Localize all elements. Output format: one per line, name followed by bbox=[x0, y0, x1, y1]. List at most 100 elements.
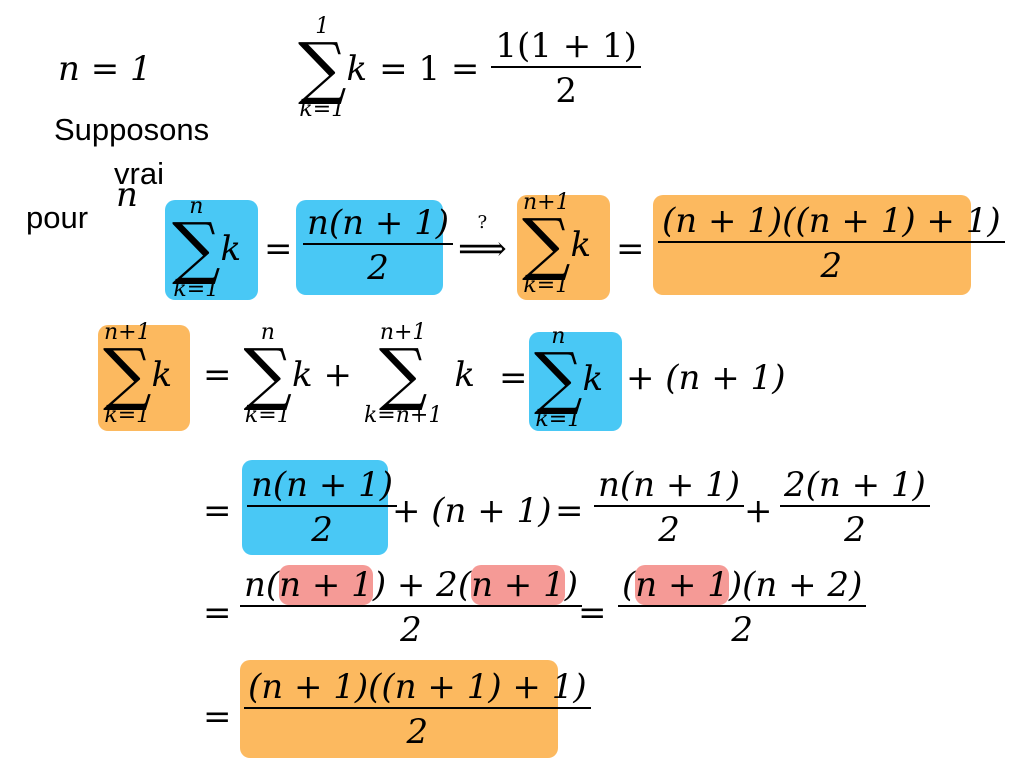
sigma-symbol: ∑ bbox=[243, 335, 293, 414]
fraction-numerator: n(n + 1) bbox=[251, 465, 394, 505]
sum-upper-limit: n+1 bbox=[103, 320, 151, 345]
claim-fraction: n(n + 1) 2 bbox=[303, 203, 454, 288]
step1-equals: = bbox=[203, 354, 232, 395]
sum-upper-limit: n bbox=[551, 324, 566, 349]
hypothesis-line3: pour bbox=[26, 200, 89, 235]
claim-lhs-highlight bbox=[165, 200, 258, 300]
equals-one: = 1 = bbox=[379, 48, 480, 89]
fraction-denominator: 2 bbox=[406, 712, 429, 752]
sum-lower-limit: k=1 bbox=[535, 407, 582, 433]
step3-frac2: (n + 1)(n + 2) 2 bbox=[618, 565, 867, 650]
sigma-symbol: ∑ bbox=[103, 335, 152, 414]
claim-lhs: n ∑ k=1 k bbox=[172, 196, 241, 301]
fraction-denominator: 2 bbox=[820, 246, 843, 286]
hypothesis-variable: n bbox=[116, 175, 138, 215]
claim-rhs-highlight bbox=[296, 200, 443, 295]
step3-equals: = bbox=[203, 593, 232, 633]
sum-lower-limit: k=1 bbox=[523, 273, 570, 299]
factor-highlight: n + 1 bbox=[471, 565, 565, 605]
claim-target-highlight bbox=[517, 195, 610, 300]
step1-lhs: n+1 ∑ k=1 k bbox=[103, 322, 172, 427]
sum-upper-limit: n bbox=[260, 320, 275, 345]
fraction-denominator: 2 bbox=[844, 510, 866, 550]
sum-term: k bbox=[346, 48, 368, 89]
step1-rewritten: n ∑ k=1 k bbox=[534, 326, 603, 431]
step2-mid: + (n + 1) bbox=[392, 491, 552, 531]
hypothesis-line1: Supposons bbox=[54, 112, 210, 147]
fraction-numerator: 1(1 + 1) bbox=[495, 26, 637, 67]
implies-question: ? ⟹ bbox=[458, 212, 507, 269]
claim-target-rhs: (n + 1)((n + 1) + 1) 2 bbox=[658, 204, 1005, 283]
factor-highlight: n + 1 bbox=[635, 565, 729, 605]
claim-target-lhs: n+1 ∑ k=1 k bbox=[522, 192, 591, 297]
step2-equals-2: = bbox=[555, 491, 584, 531]
step3-equals-2: = bbox=[578, 593, 607, 633]
hypothesis-line2: vrai bbox=[114, 156, 164, 191]
target-fraction: (n + 1)((n + 1) + 1) 2 bbox=[658, 204, 1005, 283]
step1-split: = n ∑ k=1 k + n+1 ∑ k=n+1 k bbox=[203, 322, 475, 427]
fraction-denominator: 2 bbox=[555, 71, 577, 112]
claim-rhs: n(n + 1) 2 bbox=[303, 203, 454, 288]
step1-sum-b: n ∑ k=1 bbox=[244, 322, 293, 427]
fraction-denominator: 2 bbox=[731, 610, 753, 650]
step1-sum-a: n+1 ∑ k=1 bbox=[103, 322, 152, 427]
step1-lhs-highlight bbox=[98, 325, 190, 431]
step2-equals: = bbox=[203, 491, 232, 531]
sum-upper-limit: n+1 bbox=[522, 190, 570, 215]
fraction-numerator: (n + 1)((n + 1) + 1) bbox=[662, 201, 1001, 241]
base-case-equation: 1 ∑ k=1 k = 1 = 1(1 + 1) 2 bbox=[298, 16, 641, 121]
step1-tail: + (n + 1) bbox=[626, 358, 786, 398]
question-mark: ? bbox=[477, 212, 488, 233]
step2-frac2: n(n + 1) 2 bbox=[594, 465, 745, 550]
fraction-denominator: 2 bbox=[658, 510, 680, 550]
step3-frac1: n(n + 1) + 2(n + 1) 2 bbox=[240, 565, 582, 650]
step1-equals-2: = bbox=[499, 358, 528, 398]
sum-term: k bbox=[220, 228, 242, 269]
sum-upper-limit: n+1 bbox=[379, 320, 427, 345]
step2-frac3: 2(n + 1) 2 bbox=[780, 468, 930, 547]
fraction-numerator: n(n + 1) bbox=[598, 465, 741, 505]
fraction-numerator: 2(n + 1) bbox=[784, 465, 926, 505]
implies-arrow-icon: ⟹ bbox=[458, 229, 507, 269]
base-case-n: n = 1 bbox=[58, 49, 152, 89]
base-fraction: 1(1 + 1) 2 bbox=[491, 29, 641, 108]
fraction-numerator: n(n + 1) + 2(n + 1) bbox=[244, 565, 578, 605]
sigma-symbol: ∑ bbox=[522, 205, 571, 284]
fraction-denominator: 2 bbox=[367, 248, 389, 288]
claim-target-rhs-highlight bbox=[653, 195, 971, 295]
sum-upper-limit: 1 bbox=[315, 14, 330, 39]
sum-term: k bbox=[151, 354, 173, 395]
step2-frac1: n(n + 1) 2 bbox=[247, 465, 398, 550]
fraction-denominator: 2 bbox=[400, 610, 422, 650]
sum-term: k bbox=[454, 354, 475, 395]
fraction-denominator: 2 bbox=[311, 510, 333, 550]
sum-term-plus: k + bbox=[292, 354, 352, 395]
step4-equals: = bbox=[203, 697, 232, 737]
sum-lower-limit: k=1 bbox=[173, 277, 220, 303]
claim-sum: n ∑ k=1 bbox=[172, 196, 221, 301]
target-sum: n+1 ∑ k=1 bbox=[522, 192, 571, 297]
claim-target-equals: = bbox=[616, 229, 645, 269]
factor-highlight: n + 1 bbox=[279, 565, 373, 605]
fraction-numerator: n(n + 1) bbox=[307, 203, 450, 243]
sigma-symbol: ∑ bbox=[298, 29, 347, 108]
sum-lower-limit: k=1 bbox=[244, 403, 291, 429]
base-sum: 1 ∑ k=1 bbox=[298, 16, 347, 121]
sum-lower-limit: k=n+1 bbox=[363, 403, 443, 429]
sum-lower-limit: k=1 bbox=[104, 403, 151, 429]
step4-fraction: (n + 1)((n + 1) + 1) 2 bbox=[244, 670, 591, 749]
fraction-numerator: (n + 1)((n + 1) + 1) bbox=[248, 667, 587, 707]
step1-sum-highlight bbox=[529, 332, 622, 431]
sigma-symbol: ∑ bbox=[534, 339, 583, 418]
sum-upper-limit: n bbox=[189, 194, 204, 219]
step4-highlight bbox=[240, 660, 558, 758]
sigma-symbol: ∑ bbox=[172, 209, 221, 288]
step2-highlight bbox=[242, 460, 388, 555]
step2-plus: + bbox=[744, 491, 773, 531]
step1-sum-d: n ∑ k=1 bbox=[534, 326, 583, 431]
step1-sum-c: n+1 ∑ k=n+1 bbox=[364, 322, 442, 427]
claim-equals: = bbox=[264, 229, 293, 269]
sigma-symbol: ∑ bbox=[378, 335, 428, 414]
fraction-numerator: (n + 1)(n + 2) bbox=[622, 565, 863, 605]
sum-term: k bbox=[570, 224, 592, 265]
